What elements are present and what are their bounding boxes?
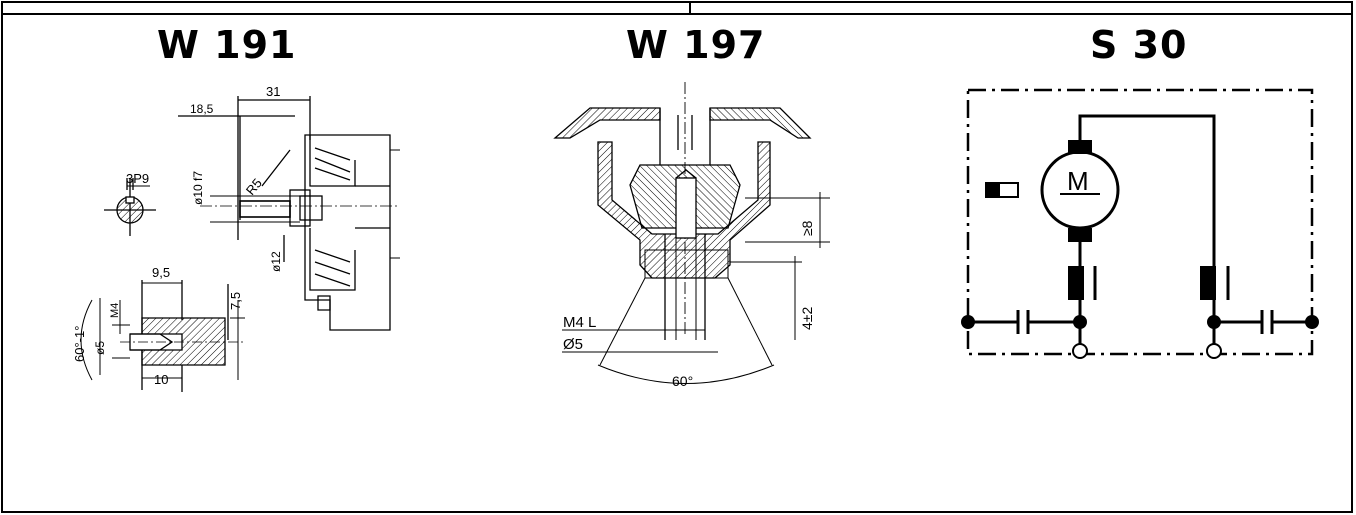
w191-shaft-end-detail [80, 280, 245, 392]
s30-enclosure [966, 88, 1314, 356]
w191-title: W 191 [157, 23, 297, 67]
s30-choke-left [1068, 266, 1097, 300]
w191-keyway: 3P9 [126, 171, 149, 186]
s30-switch-icon [985, 182, 1019, 198]
w191-shaft-side-view [178, 96, 400, 262]
w191-dia-5: ø5 [93, 341, 107, 355]
w197-drawing [553, 82, 830, 384]
w191-drawing [80, 96, 400, 392]
w197-tolerance: 4±2 [799, 307, 815, 330]
s30-circuit [961, 88, 1319, 359]
s30-title: S 30 [1090, 23, 1188, 67]
w191-labels: 31 18,5 3P9 ø10 f7 R5 ø12 9,5 7,5 60°-1°… [72, 84, 283, 387]
w191-housing [304, 134, 400, 331]
w191-dim-9-5: 9,5 [152, 265, 170, 280]
w191-angle: 60°-1° [72, 326, 87, 362]
w191-shaft-section [104, 178, 156, 236]
w197-depth: ≥8 [799, 220, 815, 236]
s30-motor [1040, 140, 1120, 242]
w197-thread: M4 L [563, 314, 596, 331]
w197-dia: Ø5 [563, 336, 583, 353]
s30-motor-label: M [1067, 166, 1089, 196]
w191-dim-31: 31 [266, 84, 280, 99]
w191-dia-10: ø10 f7 [191, 171, 205, 205]
s30-terminal-left [1072, 343, 1088, 359]
header-column-divider [689, 3, 691, 14]
w191-dim-10: 10 [154, 372, 168, 387]
w197-title: W 197 [626, 23, 766, 67]
s30-choke-right [1200, 266, 1230, 300]
w191-dim-18-5: 18,5 [190, 102, 214, 116]
header-divider-line [3, 13, 1351, 15]
w197-labels: ≥8 4±2 M4 L Ø5 60° [563, 220, 815, 389]
w191-dim-7-5: 7,5 [228, 292, 243, 310]
w197-angle: 60° [672, 373, 693, 389]
s30-terminal-right [1206, 343, 1222, 359]
w191-radius: R5 [243, 176, 265, 198]
w191-dia-12: ø12 [269, 251, 283, 272]
w191-thread: M4 [109, 303, 121, 318]
